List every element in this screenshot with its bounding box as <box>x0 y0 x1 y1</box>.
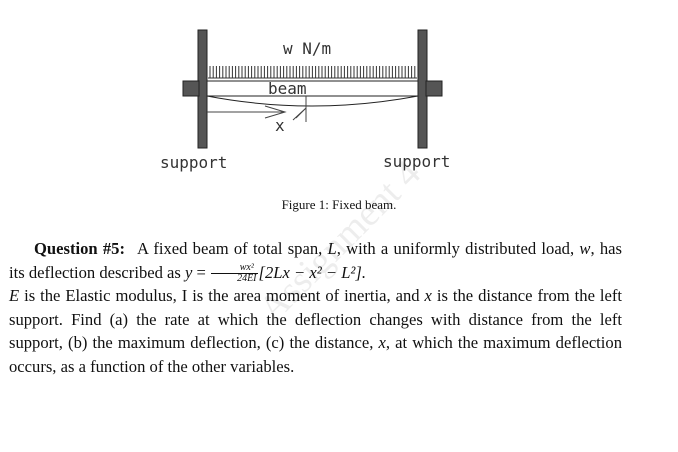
equals-sign: = <box>192 262 211 282</box>
figure-caption: Figure 1: Fixed beam. <box>281 197 397 212</box>
question-paragraph: Question #5:A fixed beam of total span, … <box>9 237 622 378</box>
x-arrow <box>207 96 307 122</box>
question-text-5: is the distance from the left support. F… <box>9 286 622 353</box>
var-L: L <box>327 239 337 258</box>
fraction-denominator: 24EI <box>237 273 257 285</box>
left-support-block <box>182 80 200 97</box>
var-x-2: x <box>378 333 386 353</box>
question-text-1: A fixed beam of total span, <box>137 239 328 258</box>
x-label: x <box>275 116 285 135</box>
right-support-block <box>425 80 443 97</box>
question-text-4: is the Elastic modulus, I is the area mo… <box>19 286 425 306</box>
fraction-numerator: wx² <box>211 263 258 275</box>
var-y: y <box>185 262 193 282</box>
deflection-curve <box>206 95 419 107</box>
var-w: w <box>579 239 591 258</box>
fixed-beam-figure: w N/m beam x support support <box>160 29 450 172</box>
bracket-expression: [2Lx − x² − L²]. <box>258 262 367 282</box>
question-text-6: , at which the maximum deflection occurs… <box>9 333 622 376</box>
beam <box>206 80 419 97</box>
var-E: E <box>9 286 20 306</box>
beam-label: beam <box>268 79 307 98</box>
left-support-label: support <box>160 153 227 172</box>
question-label: Question #5: <box>34 239 125 258</box>
var-x: x <box>424 286 432 306</box>
distributed-load-hatch <box>208 66 417 79</box>
load-label: w N/m <box>283 39 331 58</box>
question-text-2: , with a uniformly distributed load, <box>336 239 580 258</box>
right-support-label: support <box>383 152 450 171</box>
question-text-3: , has its deflection described as <box>9 239 622 282</box>
